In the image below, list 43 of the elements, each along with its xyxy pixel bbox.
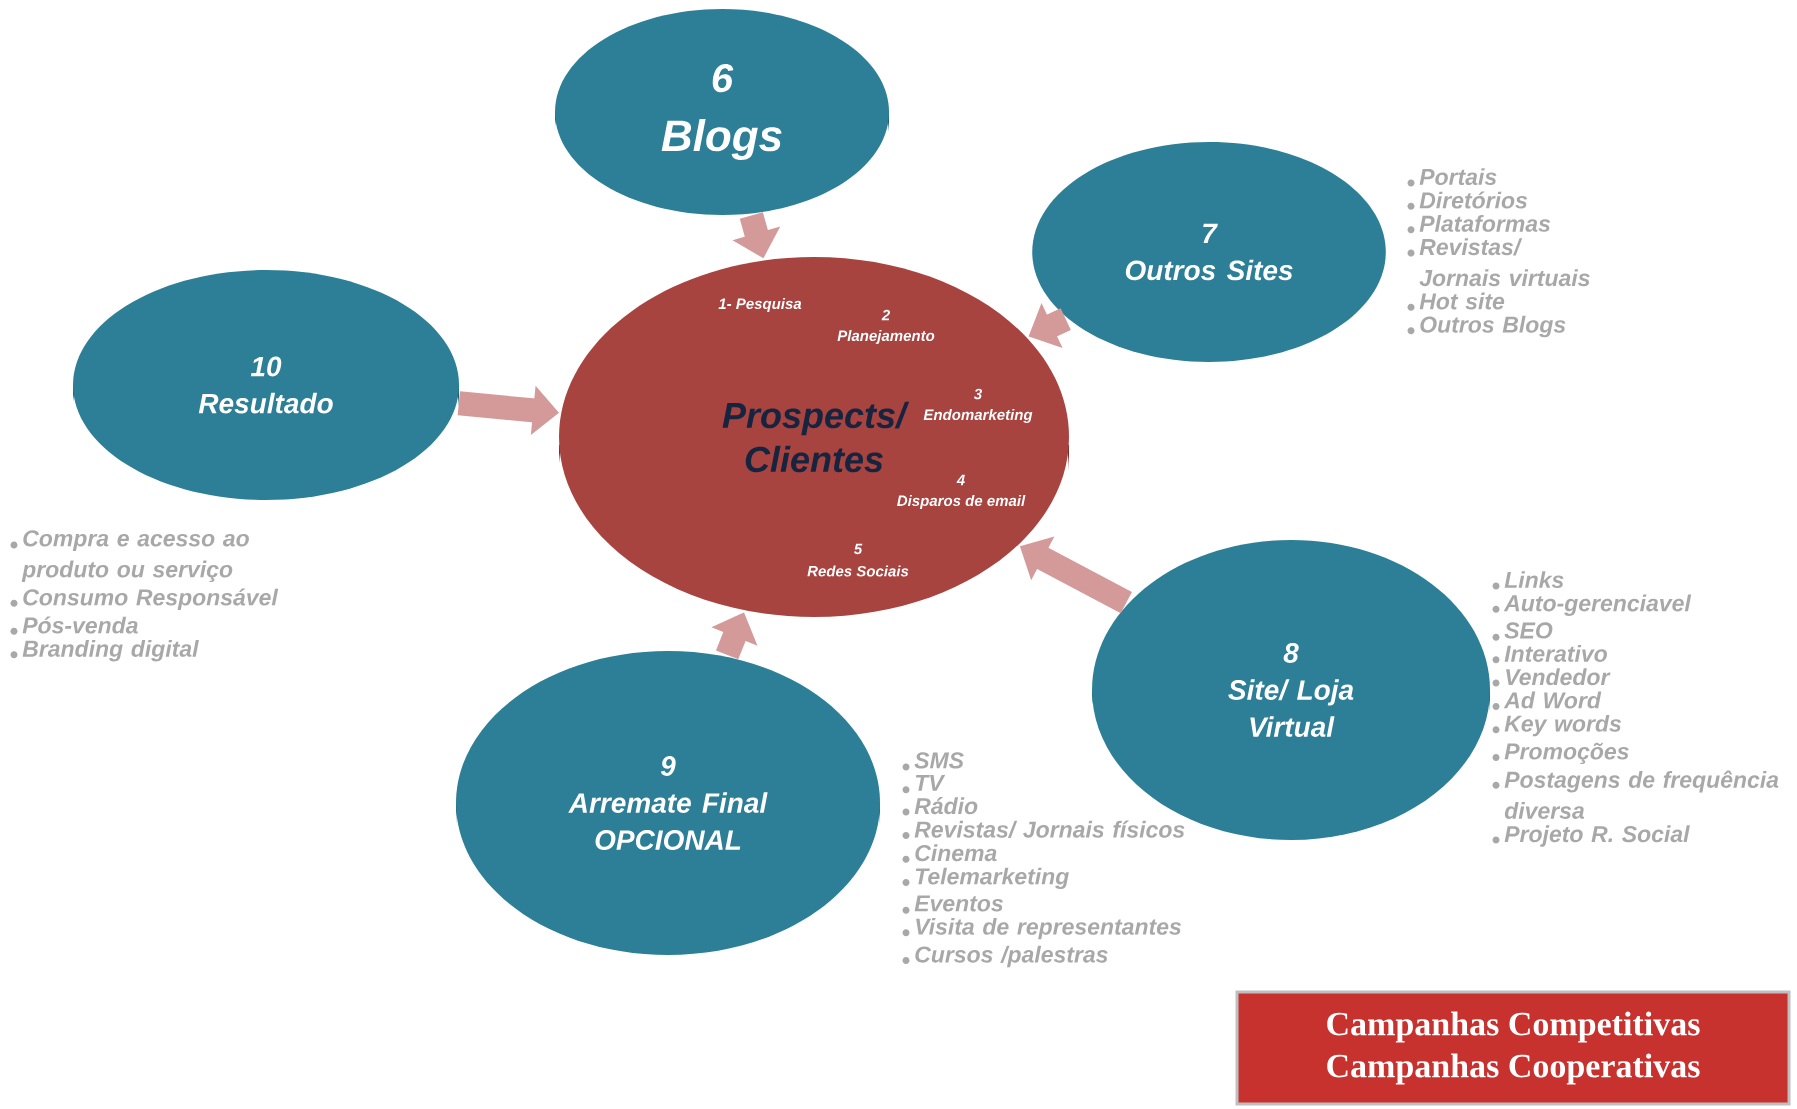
step-label: Endomarketing: [923, 409, 1033, 423]
step-label: Planejamento: [837, 330, 935, 344]
bullet-item: Pós-venda: [10, 616, 138, 635]
bullet-item: Auto-gerenciavel: [1492, 594, 1692, 616]
bullet-item: Links: [1492, 571, 1564, 590]
disc: 10 Resultado: [73, 270, 459, 500]
disc: 9 Arremate Final OPCIONAL: [456, 651, 880, 955]
step-label: 2: [881, 309, 891, 321]
bullet-item: Promoções: [1492, 742, 1629, 765]
step-label: Redes Sociais: [807, 565, 909, 577]
step-label: 5: [854, 543, 863, 555]
bullet-item: Eventos: [902, 895, 1003, 914]
disc: 7 Outros Sites: [1032, 142, 1386, 362]
bullet-item: Visita de representantes: [902, 917, 1181, 940]
banner-box: Campanhas Competitivas Campanhas Cooperativas: [1235, 990, 1791, 1106]
bullet-item: Revistas/ Jornais virtuais: [1407, 238, 1590, 287]
bullet-item: Cinema: [902, 844, 997, 863]
step-label: 1- Pesquisa: [718, 298, 802, 312]
bullet-item: Hot site: [1407, 292, 1505, 311]
bullet-item: Rádio: [902, 797, 978, 816]
bullet-item: Telemarketing: [902, 867, 1069, 890]
bullet-item: Vendedor: [1492, 668, 1611, 687]
bullet-item: Outros Blogs: [1407, 315, 1566, 338]
step-label: Disparos de email: [897, 495, 1026, 509]
bullet-item: SEO: [1492, 622, 1553, 641]
bullet-item: Plataformas: [1407, 215, 1551, 234]
bullet-item: Postagens de frequência diversa: [1492, 770, 1779, 819]
bullet-item: Revistas/ Jornais físicos: [902, 820, 1185, 839]
disc: 6 Blogs: [555, 9, 889, 215]
bullet-item: Branding digital: [10, 640, 199, 662]
bullet-item: Cursos /palestras: [902, 945, 1108, 968]
bullet-item: Consumo Responsável: [10, 588, 279, 611]
bullet-item: Interativo: [1492, 645, 1607, 664]
bullet-item: TV: [902, 774, 946, 794]
bullet-item: Portais: [1407, 168, 1497, 187]
bullet-item: Projeto R. Social: [1492, 825, 1690, 847]
bullet-item: Diretórios: [1407, 191, 1528, 210]
step-label: 3: [973, 388, 982, 400]
bullet-item: Key words: [1492, 714, 1621, 737]
bullet-item: Compra e acesso ao produto ou serviço: [10, 530, 249, 583]
step-label: 4: [956, 474, 965, 486]
bullet-item: Ad Word: [1492, 691, 1602, 710]
bullet-item: SMS: [902, 752, 964, 771]
